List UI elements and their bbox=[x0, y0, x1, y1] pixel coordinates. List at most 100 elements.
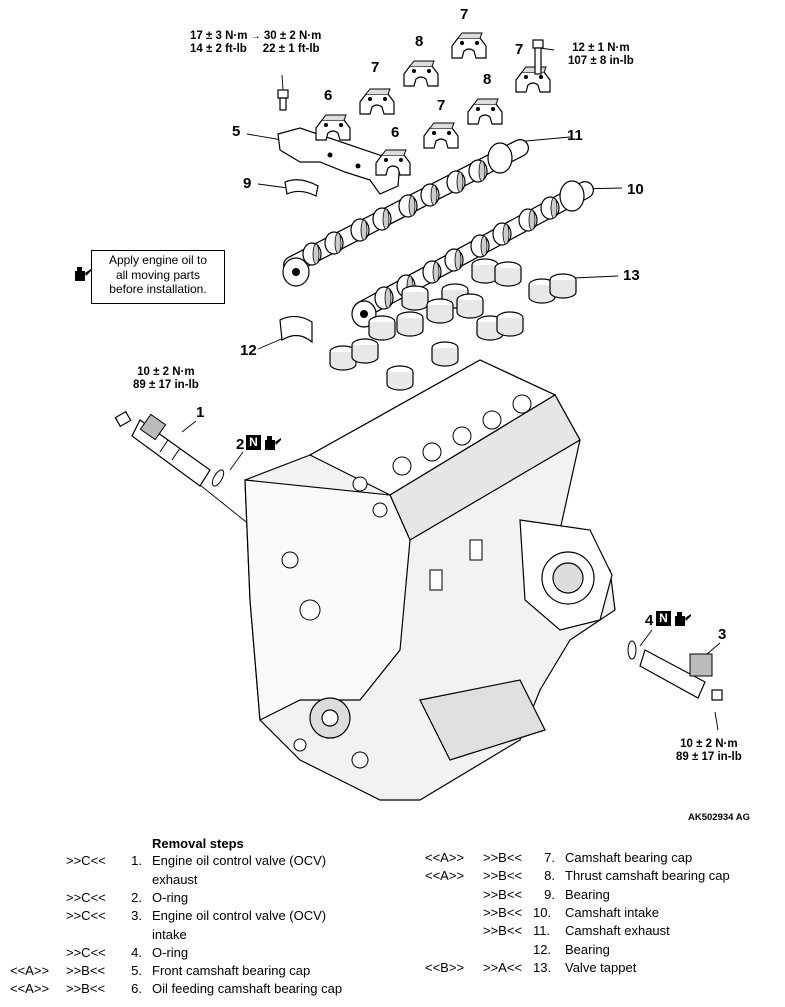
note-line: Apply engine oil to bbox=[108, 253, 208, 267]
step-text: Valve tappet bbox=[565, 960, 637, 975]
torque-value: 10 ± 2 N·m bbox=[137, 366, 195, 378]
step-ref: >>B<< bbox=[66, 963, 106, 978]
step-ref: >>C<< bbox=[66, 908, 106, 923]
torque-value: 107 ± 8 in-lb bbox=[568, 55, 634, 67]
camshaft-exhaust bbox=[282, 139, 529, 287]
step-number: 3. bbox=[131, 908, 142, 923]
o-ring-intake bbox=[627, 640, 637, 660]
step-ref: <<A>> bbox=[425, 850, 465, 865]
step-text: Camshaft exhaust bbox=[565, 923, 670, 938]
torque-spec-top-right: 12 ± 1 N·m 107 ± 8 in-lb bbox=[568, 42, 634, 68]
step-number: 11. bbox=[533, 923, 551, 938]
callout-6: 6 bbox=[324, 87, 333, 104]
callout-8: 8 bbox=[415, 33, 424, 50]
front-camshaft-bearing-cap bbox=[277, 127, 401, 195]
step-number: 9. bbox=[544, 887, 555, 902]
new-part-marker: N bbox=[246, 435, 261, 450]
torque-value: 30 ± 2 N·m bbox=[263, 30, 322, 42]
step-ref: >>C<< bbox=[66, 945, 106, 960]
cylinder-head-details bbox=[281, 394, 532, 769]
callout-12: 12 bbox=[240, 342, 257, 359]
callout-10: 10 bbox=[627, 181, 644, 198]
callout-1: 1 bbox=[196, 404, 205, 421]
step-ref: >>C<< bbox=[66, 853, 106, 868]
step-ref: <<A>> bbox=[10, 981, 50, 996]
note-line: all moving parts bbox=[115, 267, 201, 282]
callout-8: 8 bbox=[483, 71, 492, 88]
step-text: Camshaft intake bbox=[565, 905, 659, 920]
step-number: 12. bbox=[533, 942, 552, 957]
step-text: Bearing bbox=[565, 942, 610, 957]
torque-value: 10 ± 2 N·m bbox=[680, 738, 738, 750]
step-number: 8. bbox=[544, 868, 555, 883]
step-number: 5. bbox=[131, 963, 142, 978]
step-number: 6. bbox=[131, 981, 142, 996]
step-ref: >>A<< bbox=[483, 960, 523, 975]
step-text: Front camshaft bearing cap bbox=[152, 963, 311, 978]
steps-right-column: <<A>> >>B<< 7. Camshaft bearing cap <<A>… bbox=[425, 849, 780, 989]
callout-7: 7 bbox=[437, 97, 446, 114]
new-part-marker: N bbox=[656, 611, 671, 626]
step-ref: >>C<< bbox=[66, 890, 106, 905]
step-ref: >>B<< bbox=[66, 981, 106, 996]
step-text: Camshaft bearing cap bbox=[565, 850, 693, 865]
callout-11: 11 bbox=[567, 127, 583, 144]
torque-value: 22 ± 1 ft-lb bbox=[262, 43, 320, 55]
step-text: Engine oil control valve (OCV) bbox=[152, 853, 327, 868]
callout-3: 3 bbox=[718, 626, 727, 643]
callout-2: 2 bbox=[236, 436, 245, 453]
oil-can-icon bbox=[675, 612, 691, 626]
arrow-icon: → bbox=[250, 31, 261, 42]
step-number: 2. bbox=[131, 890, 142, 905]
callout-7: 7 bbox=[371, 59, 380, 76]
step-text: intake bbox=[152, 927, 187, 942]
figure-code: AK502934 AG bbox=[688, 812, 750, 823]
bearing-lower bbox=[279, 315, 313, 344]
step-text: exhaust bbox=[152, 872, 198, 887]
torque-value: 12 ± 1 N·m bbox=[572, 42, 630, 54]
steps-left-column: >>C<< 1. Engine oil control valve (OCV) … bbox=[10, 852, 400, 1002]
callout-4: 4 bbox=[645, 612, 654, 629]
torque-value: 14 ± 2 ft-lb bbox=[190, 43, 247, 55]
callout-13: 13 bbox=[623, 267, 640, 284]
step-ref: >>B<< bbox=[483, 868, 523, 883]
engine-exploded-diagram bbox=[114, 32, 723, 801]
torque-spec-left: 10 ± 2 N·m 89 ± 17 in-lb bbox=[133, 366, 199, 392]
step-ref: >>B<< bbox=[483, 905, 523, 920]
torque-value: 17 ± 3 N·m bbox=[190, 30, 248, 42]
torque-value: 89 ± 17 in-lb bbox=[676, 751, 742, 763]
callout-9: 9 bbox=[243, 175, 252, 192]
step-text: Oil feeding camshaft bearing cap bbox=[152, 981, 343, 996]
step-ref: <<B>> bbox=[425, 960, 465, 975]
callout-7: 7 bbox=[460, 6, 469, 23]
step-ref: >>B<< bbox=[483, 923, 523, 938]
steps-title: Removal steps bbox=[152, 836, 244, 851]
step-number: 7. bbox=[544, 850, 555, 865]
oil-can-icon bbox=[75, 267, 91, 281]
callout-5: 5 bbox=[232, 123, 241, 140]
o-ring-exhaust bbox=[211, 469, 225, 487]
step-text: Bearing bbox=[565, 887, 610, 902]
bolts bbox=[114, 39, 723, 701]
step-number: 10. bbox=[533, 905, 552, 920]
step-ref: >>B<< bbox=[483, 850, 523, 865]
torque-spec-top-left: 17 ± 3 N·m → 30 ± 2 N·m 14 ± 2 ft-lb 22 … bbox=[190, 30, 321, 56]
step-number: 4. bbox=[131, 945, 142, 960]
torque-value: 89 ± 17 in-lb bbox=[133, 379, 199, 391]
step-text: O-ring bbox=[152, 945, 189, 960]
step-number: 13. bbox=[533, 960, 552, 975]
bearing-upper bbox=[284, 179, 319, 197]
step-text: O-ring bbox=[152, 890, 189, 905]
callout-7: 7 bbox=[515, 41, 524, 58]
callout-6: 6 bbox=[391, 124, 400, 141]
step-ref: <<A>> bbox=[10, 963, 50, 978]
step-text: Engine oil control valve (OCV) bbox=[152, 908, 327, 923]
torque-spec-bottom-right: 10 ± 2 N·m 89 ± 17 in-lb bbox=[676, 738, 742, 764]
step-number: 1. bbox=[131, 853, 142, 868]
step-ref: <<A>> bbox=[425, 868, 465, 883]
oil-can-icon bbox=[265, 436, 281, 450]
step-ref: >>B<< bbox=[483, 887, 523, 902]
ocv-exhaust bbox=[131, 413, 211, 487]
step-text: Thrust camshaft bearing cap bbox=[565, 868, 730, 883]
engine-oil-note: Apply engine oil to all moving parts bef… bbox=[91, 250, 225, 304]
